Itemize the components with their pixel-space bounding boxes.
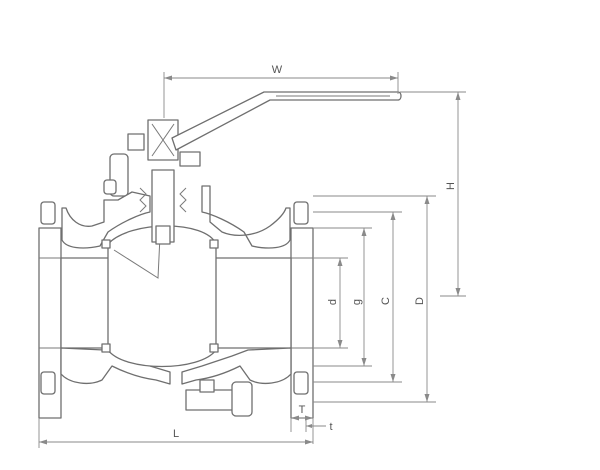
right-flange-bolt-bottom	[293, 371, 309, 395]
dim-d-large	[424, 196, 430, 402]
label-t-upper: T	[299, 404, 306, 416]
label-d-large: D	[414, 297, 426, 305]
label-d-small: d	[327, 299, 339, 305]
left-flange-bolt-top	[40, 201, 56, 225]
gland-bolt	[103, 179, 117, 195]
seat-ring-bl	[101, 343, 111, 353]
handle-lever	[171, 91, 402, 151]
label-h: H	[445, 182, 457, 190]
body-lower-left	[60, 347, 171, 385]
seat-ring-tl	[101, 239, 111, 249]
label-l: L	[173, 428, 179, 440]
dim-c	[390, 212, 396, 382]
body-upper-right	[201, 185, 291, 249]
ball	[107, 225, 217, 368]
dim-d-small	[337, 258, 343, 348]
drain-nut	[231, 381, 253, 417]
dim-l	[38, 418, 313, 448]
dim-t-thickness	[290, 415, 314, 444]
dim-t-small	[305, 420, 326, 432]
stopper	[127, 133, 145, 151]
seat-ring-br	[209, 343, 219, 353]
label-c: C	[380, 297, 392, 305]
label-t-lower: t	[329, 421, 332, 433]
left-flange-bolt-bottom	[40, 371, 56, 395]
body-lower-right	[181, 347, 292, 385]
gland-right	[179, 151, 201, 167]
body-upper-left	[61, 191, 151, 249]
seat-ring-tr	[209, 239, 219, 249]
label-w: W	[272, 64, 283, 76]
dim-w	[163, 72, 399, 118]
right-flange-bolt-top	[293, 201, 309, 225]
dim-h	[400, 91, 466, 297]
drain-boss	[199, 379, 215, 393]
dim-g	[361, 228, 367, 366]
label-g: g	[351, 299, 363, 305]
stem-collar	[155, 225, 171, 245]
